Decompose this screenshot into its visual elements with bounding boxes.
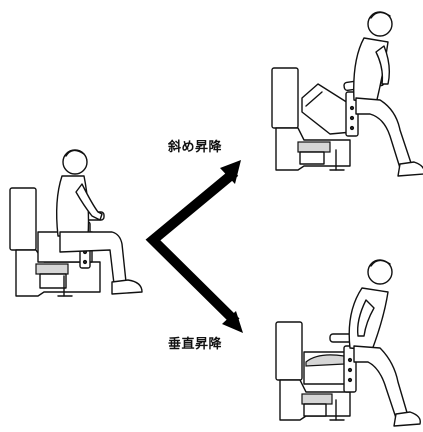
vertical-lift-label: 垂直昇降 (168, 337, 223, 352)
seated-person-on-toilet-icon (9, 149, 143, 297)
diagonal-lift-person-icon (271, 11, 423, 177)
branching-arrows-icon (145, 160, 243, 333)
diagonal-lift-label: 斜め昇降 (168, 140, 223, 155)
vertical-lift-person-icon (275, 259, 421, 427)
